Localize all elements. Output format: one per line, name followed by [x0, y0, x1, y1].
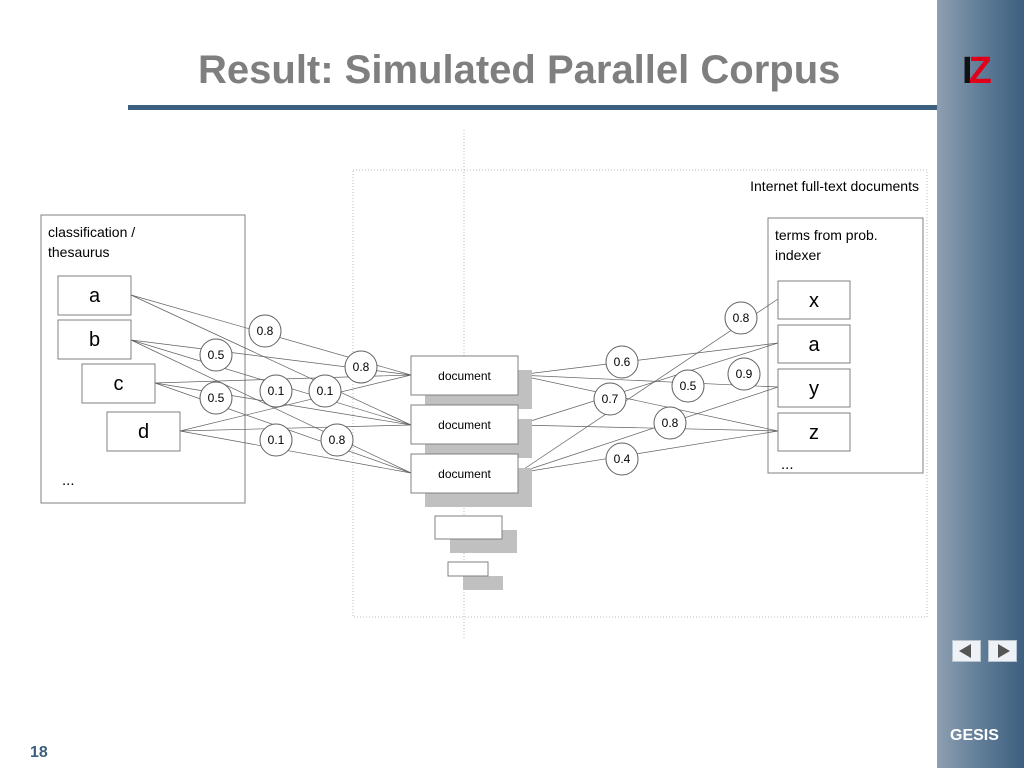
weight-circle — [605, 442, 639, 476]
edge — [179, 374, 412, 432]
right-term-a: a — [777, 324, 851, 364]
next-slide-button[interactable] — [988, 640, 1017, 662]
weight-label: 0.9 — [736, 367, 753, 381]
weight-label: 0.8 — [257, 324, 274, 338]
edge — [517, 424, 779, 432]
logo-letter-i: I — [962, 50, 972, 92]
edge — [517, 430, 779, 474]
iz-logo: IZ — [962, 50, 992, 93]
edge — [517, 342, 779, 376]
term-label: x — [809, 290, 819, 312]
term-label: z — [809, 422, 819, 444]
term-box — [777, 324, 851, 364]
term-label: a — [89, 285, 101, 307]
document-label: document — [438, 369, 491, 383]
term-label: y — [809, 378, 819, 400]
document-box-tiny — [447, 561, 489, 577]
term-label: c — [114, 373, 124, 395]
document-box — [410, 355, 519, 396]
left-term-b: b — [57, 319, 132, 360]
term-label: a — [808, 334, 820, 356]
weight-label: 0.8 — [353, 360, 370, 374]
right-term-y: y — [777, 368, 851, 408]
term-box — [81, 363, 156, 404]
corpus-diagram: Internet full-text documents classificat… — [40, 130, 928, 640]
weight-circle — [248, 314, 282, 348]
title-underline — [128, 105, 937, 110]
document-stack: document document document — [410, 355, 532, 590]
weight-label: 0.1 — [317, 384, 334, 398]
weight-circle — [308, 374, 342, 408]
indexer-title-line1: terms from prob. — [775, 227, 878, 243]
internet-label: Internet full-text documents — [750, 178, 919, 194]
document-label: document — [438, 418, 491, 432]
weight-circles-right: 0.8 0.6 0.9 0.5 0.7 0.8 0.4 — [593, 301, 761, 476]
weight-label: 0.8 — [662, 416, 679, 430]
weight-circles-left: 0.8 0.5 0.8 0.5 0.1 0.1 0.1 0.8 — [199, 314, 378, 457]
previous-slide-button[interactable] — [952, 640, 981, 662]
indexer-title-line2: indexer — [775, 247, 821, 263]
term-box — [57, 275, 132, 316]
document-box-small — [434, 515, 503, 540]
edge — [517, 342, 779, 426]
page-number: 18 — [30, 744, 48, 761]
term-box — [777, 368, 851, 408]
edge — [179, 424, 412, 432]
weight-label: 0.8 — [733, 311, 750, 325]
logo-letter-z: Z — [968, 50, 992, 92]
weight-circle — [199, 381, 233, 415]
edge — [517, 374, 779, 432]
weight-circle — [653, 406, 687, 440]
left-term-d: d — [106, 411, 181, 452]
term-label: b — [89, 329, 100, 351]
left-term-a: a — [57, 275, 132, 316]
weight-circle — [727, 357, 761, 391]
term-box — [777, 280, 851, 320]
gesis-brand: GESIS — [950, 727, 999, 744]
right-ellipsis: ... — [781, 456, 794, 473]
right-term-z: z — [777, 412, 851, 452]
term-box — [777, 412, 851, 452]
left-ellipsis: ... — [62, 472, 75, 489]
right-term-x: x — [777, 280, 851, 320]
weight-circle — [320, 423, 354, 457]
weight-label: 0.5 — [208, 391, 225, 405]
weight-label: 0.8 — [329, 433, 346, 447]
weight-label: 0.4 — [614, 452, 631, 466]
edge — [179, 430, 412, 474]
weight-label: 0.5 — [680, 379, 697, 393]
classification-title-line2: thesaurus — [48, 244, 109, 260]
term-box — [106, 411, 181, 452]
weight-circle — [199, 338, 233, 372]
weight-circle — [671, 369, 705, 403]
left-term-c: c — [81, 363, 156, 404]
weight-label: 0.5 — [208, 348, 225, 362]
weight-circle — [259, 423, 293, 457]
term-box — [57, 319, 132, 360]
edge — [130, 294, 412, 426]
weight-circle — [344, 350, 378, 384]
weight-label: 0.7 — [602, 392, 619, 406]
document-box — [410, 404, 519, 445]
weight-label: 0.1 — [268, 384, 285, 398]
document-box — [410, 453, 519, 494]
weight-label: 0.6 — [614, 355, 631, 369]
weight-label: 0.1 — [268, 433, 285, 447]
document-shadow-tiny — [463, 576, 503, 590]
weight-circle — [593, 382, 627, 416]
classification-title-line1: classification / — [48, 224, 135, 240]
term-label: d — [138, 421, 149, 443]
internet-region — [352, 169, 928, 618]
document-label: document — [438, 467, 491, 481]
weight-circle — [259, 374, 293, 408]
slide-title: Result: Simulated Parallel Corpus — [198, 48, 841, 92]
edge — [517, 386, 779, 474]
weight-circle — [605, 345, 639, 379]
weight-circle — [724, 301, 758, 335]
